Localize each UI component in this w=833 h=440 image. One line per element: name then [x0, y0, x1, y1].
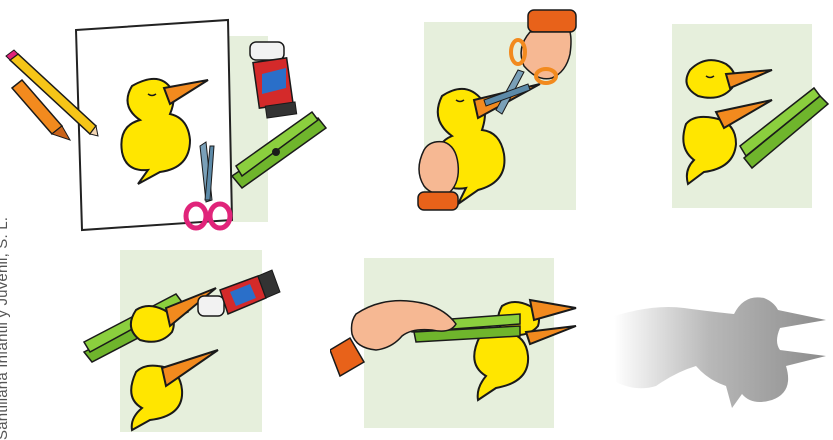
step-4-gluing [80, 240, 300, 432]
step-6-shadow [610, 264, 833, 414]
shadow-puppet-icon [614, 297, 826, 408]
step-3-pieces [660, 0, 833, 232]
hand-icon [418, 142, 458, 210]
step-1-materials [0, 0, 340, 240]
step-2-cutting [400, 0, 600, 232]
step-5-assembled [330, 240, 590, 432]
